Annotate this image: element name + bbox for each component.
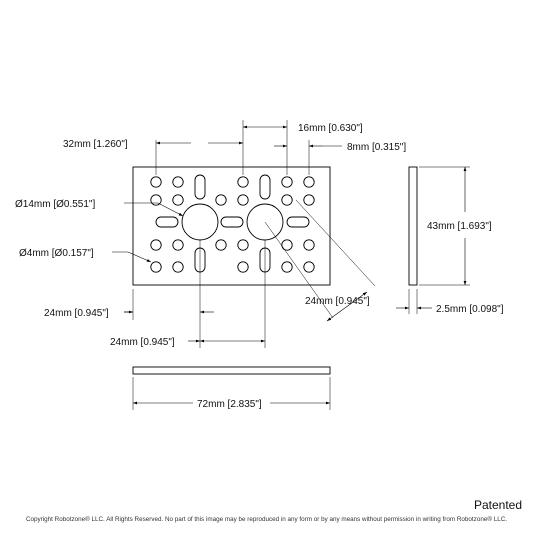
- dim-thickness-label: 2.5mm [0.098"]: [436, 304, 504, 315]
- small-hole: [237, 239, 249, 251]
- small-hole: [172, 261, 184, 273]
- dim-24mm-diagonal-label: 24mm [0.945"]: [305, 296, 370, 307]
- dim-43mm-label: 43mm [1.693"]: [427, 221, 492, 232]
- dim-small-hole-leader: Ø4mm [Ø0.157"]: [19, 248, 152, 263]
- patented-label: Patented: [473, 498, 522, 512]
- small-hole: [237, 194, 249, 206]
- dim-8mm: 8mm [0.315"]: [274, 140, 406, 175]
- small-hole: [281, 261, 293, 273]
- small-hole: [237, 261, 249, 273]
- dim-bore-leader: Ø14mm [Ø0.551"]: [15, 199, 184, 217]
- dim-bore-label: Ø14mm [Ø0.551"]: [15, 199, 95, 210]
- front-view: [132, 166, 331, 286]
- small-hole: [172, 239, 184, 251]
- small-hole: [303, 176, 315, 188]
- dim-24mm-bottom-label: 24mm [0.945"]: [110, 337, 175, 348]
- dim-43mm: 43mm [1.693"]: [419, 166, 492, 286]
- edge-view-plate: [132, 366, 331, 375]
- side-view-plate: [408, 166, 418, 286]
- dim-thickness: 2.5mm [0.098"]: [396, 289, 504, 315]
- dim-16mm-label: 16mm [0.630"]: [298, 123, 363, 134]
- small-hole: [303, 194, 315, 206]
- small-hole: [215, 194, 227, 206]
- small-hole: [281, 239, 293, 251]
- dim-24mm-left: 24mm [0.945"]: [44, 240, 214, 348]
- slot-horizontal: [155, 216, 179, 228]
- dim-32mm: 32mm [1.260"]: [63, 120, 244, 175]
- dim-72mm: 72mm [2.835"]: [132, 377, 331, 410]
- copyright-notice: Copyright Robotzone® LLC. All Rights Res…: [25, 516, 508, 523]
- slot-horizontal: [286, 216, 310, 228]
- large-bore: [181, 203, 219, 241]
- hole-pattern: [150, 174, 315, 273]
- dim-8mm-label: 8mm [0.315"]: [347, 142, 406, 153]
- dim-24mm-bottom: 24mm [0.945"]: [110, 240, 266, 348]
- small-hole: [150, 176, 162, 188]
- small-hole: [150, 194, 162, 206]
- small-hole: [172, 194, 184, 206]
- dim-small-hole-label: Ø4mm [Ø0.157"]: [19, 248, 94, 259]
- dim-32mm-label: 32mm [1.260"]: [63, 139, 128, 150]
- small-hole: [150, 261, 162, 273]
- dim-24mm-left-label: 24mm [0.945"]: [44, 308, 109, 319]
- small-hole: [281, 176, 293, 188]
- small-hole: [150, 239, 162, 251]
- small-hole: [303, 239, 315, 251]
- slot-horizontal: [220, 216, 244, 228]
- dim-72mm-label: 72mm [2.835"]: [197, 399, 262, 410]
- small-hole: [237, 176, 249, 188]
- dim-16mm: 16mm [0.630"]: [243, 120, 363, 175]
- slot-vertical: [259, 174, 271, 200]
- small-hole: [215, 239, 227, 251]
- small-hole: [281, 194, 293, 206]
- small-hole: [303, 261, 315, 273]
- dim-24mm-diagonal: 24mm [0.945"]: [264, 199, 376, 322]
- slot-vertical: [194, 174, 206, 200]
- small-hole: [172, 176, 184, 188]
